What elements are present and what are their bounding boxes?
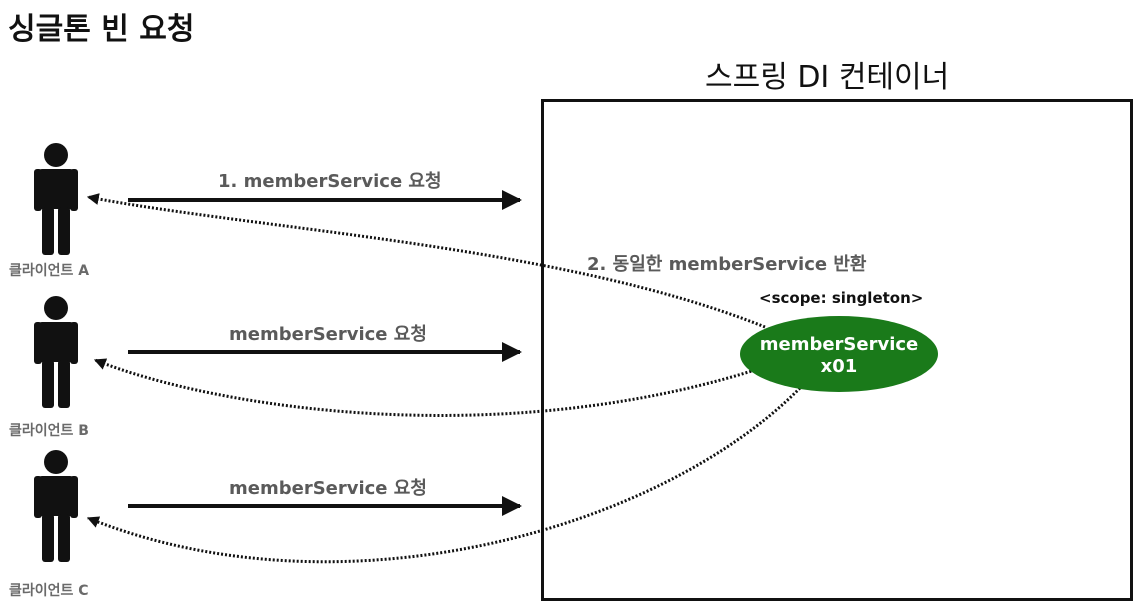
client-label-b: 클라이언트 B [9,423,89,439]
bean-name: memberService [759,334,919,355]
request-label-c: memberService 요청 [229,478,427,499]
return-curve-c [86,386,802,564]
spring-di-container [541,99,1133,601]
return-curve-a [86,193,766,329]
client-label-a: 클라이언트 A [9,263,90,279]
request-label-a: 1. memberService 요청 [218,171,442,192]
bean-instance: x01 [820,356,858,377]
scope-label: <scope: singleton> [759,289,924,307]
response-label: 2. 동일한 memberService 반환 [587,254,867,275]
member-service-bean [740,316,938,392]
person-icon-a [34,143,78,255]
client-label-c: 클라이언트 C [9,583,89,599]
person-icon-b [34,296,78,408]
page-title: 싱글톤 빈 요청 [8,12,195,47]
container-title: 스프링 DI 컨테이너 [705,60,950,95]
person-icon-c [34,450,78,562]
return-curve-b [93,358,756,417]
request-label-b: memberService 요청 [229,324,427,345]
